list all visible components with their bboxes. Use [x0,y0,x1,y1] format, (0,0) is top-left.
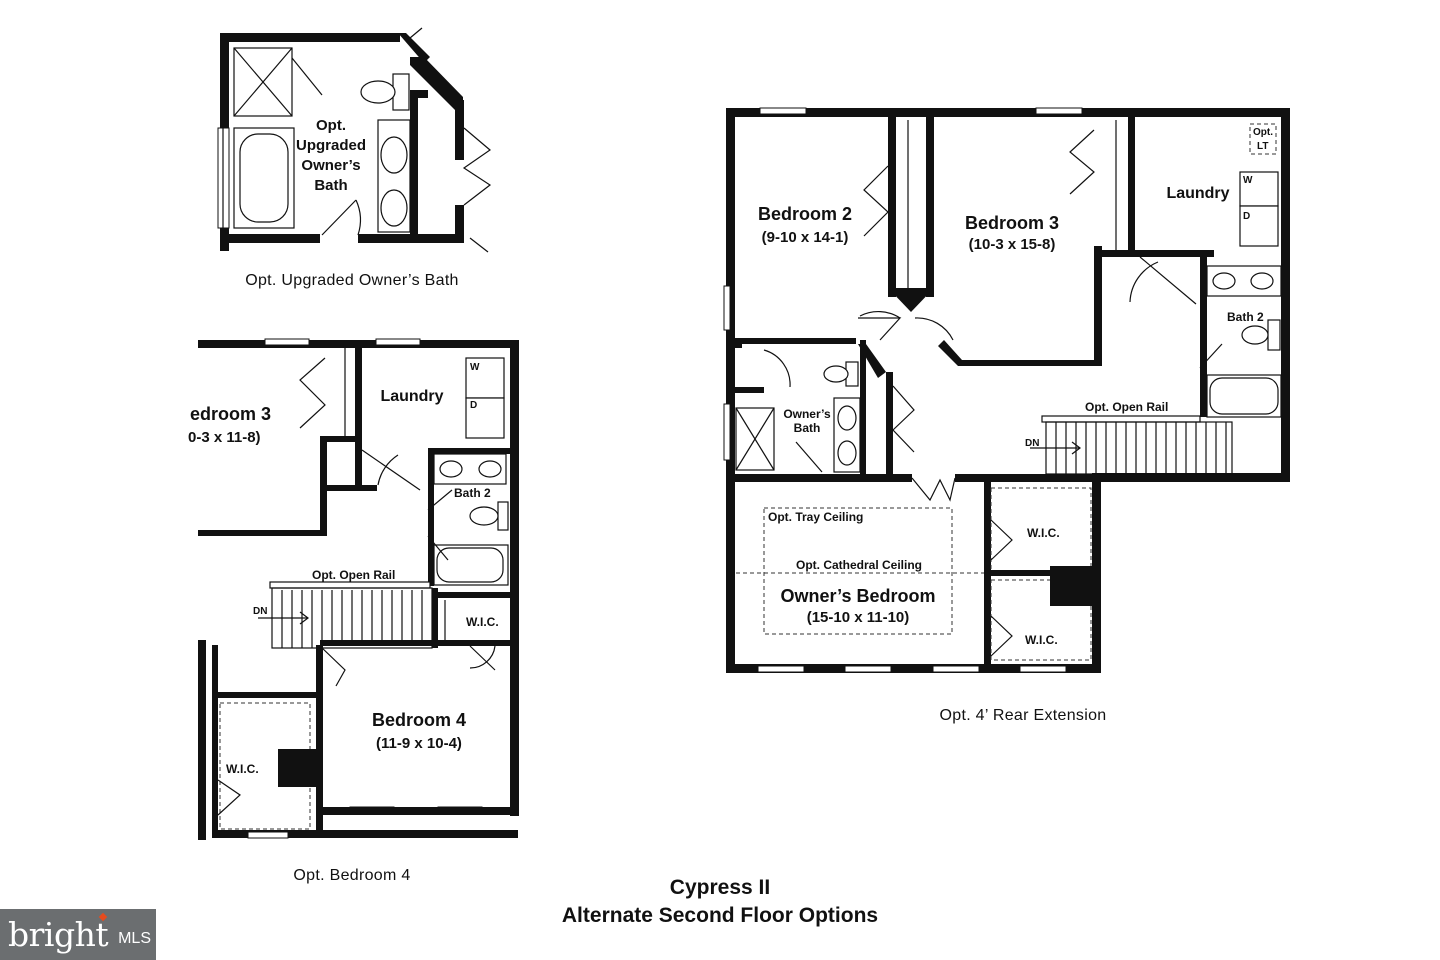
bed4-panel-laundry: Laundry [380,388,443,405]
bedroom4-caption: Opt. Bedroom 4 [293,867,410,884]
bath-label-line-2: Upgraded [296,137,366,154]
bed4-panel-dn: DN [253,606,267,617]
ext-cathedral-ceiling: Opt. Cathedral Ceiling [796,558,922,572]
ext-owners-bath-2: Bath [794,421,821,435]
bath-label-line-3: Owner’s [301,157,360,174]
bed4-panel-open-rail: Opt. Open Rail [312,568,395,582]
plan-subtitle: Alternate Second Floor Options [562,904,878,927]
bed4-panel-wic-1: W.I.C. [466,615,499,629]
bed4-panel-bath2: Bath 2 [454,486,491,500]
bath-label-line-4: Bath [314,177,347,194]
ext-bedroom2-dim: (9-10 x 14-1) [762,229,849,246]
rear-extension-plan [723,107,1290,673]
ext-dryer: D [1243,211,1250,222]
ext-bedroom3-name: Bedroom 3 [965,213,1059,233]
ext-open-rail: Opt. Open Rail [1085,400,1168,414]
ext-owners-bedroom-dim: (15-10 x 11-10) [807,609,910,626]
stair-lines-bed4 [281,590,423,648]
ext-tray-ceiling: Opt. Tray Ceiling [768,510,863,524]
ext-owners-bath-1: Owner’s [783,407,831,421]
bedroom4-dim: (11-9 x 10-4) [376,735,462,752]
upgraded-bath-plan [217,27,492,253]
bed4-panel-bedroom3-name: edroom 3 [190,404,271,424]
extension-caption: Opt. 4’ Rear Extension [940,707,1107,724]
bright-mls-logo: bright MLS [0,909,156,960]
ext-owners-bedroom-name: Owner’s Bedroom [780,586,935,606]
ext-wic-2: W.I.C. [1025,633,1058,647]
ext-bath2: Bath 2 [1227,310,1264,324]
logo-mls-text: MLS [118,929,151,947]
bed4-panel-bedroom3-dim: 0-3 x 11-8) [188,429,261,446]
ext-laundry: Laundry [1166,185,1229,202]
bed4-panel-wic-2: W.I.C. [226,762,259,776]
logo-brand-text: bright [8,915,109,954]
bed4-panel-dryer: D [470,400,477,411]
stair-lines-ext [1055,422,1227,474]
bath-label-line-1: Opt. [316,117,346,134]
plan-title: Cypress II [670,876,770,899]
ext-dn: DN [1025,438,1039,449]
bath-caption: Opt. Upgraded Owner’s Bath [245,272,459,289]
ext-bedroom2-name: Bedroom 2 [758,204,852,224]
ext-bedroom3-dim: (10-3 x 15-8) [969,236,1056,253]
bed4-panel-washer: W [470,362,480,373]
bedroom4-plan [198,338,519,840]
ext-wic-1: W.I.C. [1027,526,1060,540]
bedroom4-name: Bedroom 4 [372,710,466,730]
ext-washer: W [1243,175,1253,186]
ext-opt-lt-2: LT [1257,141,1268,152]
ext-opt-lt-1: Opt. [1253,127,1273,138]
